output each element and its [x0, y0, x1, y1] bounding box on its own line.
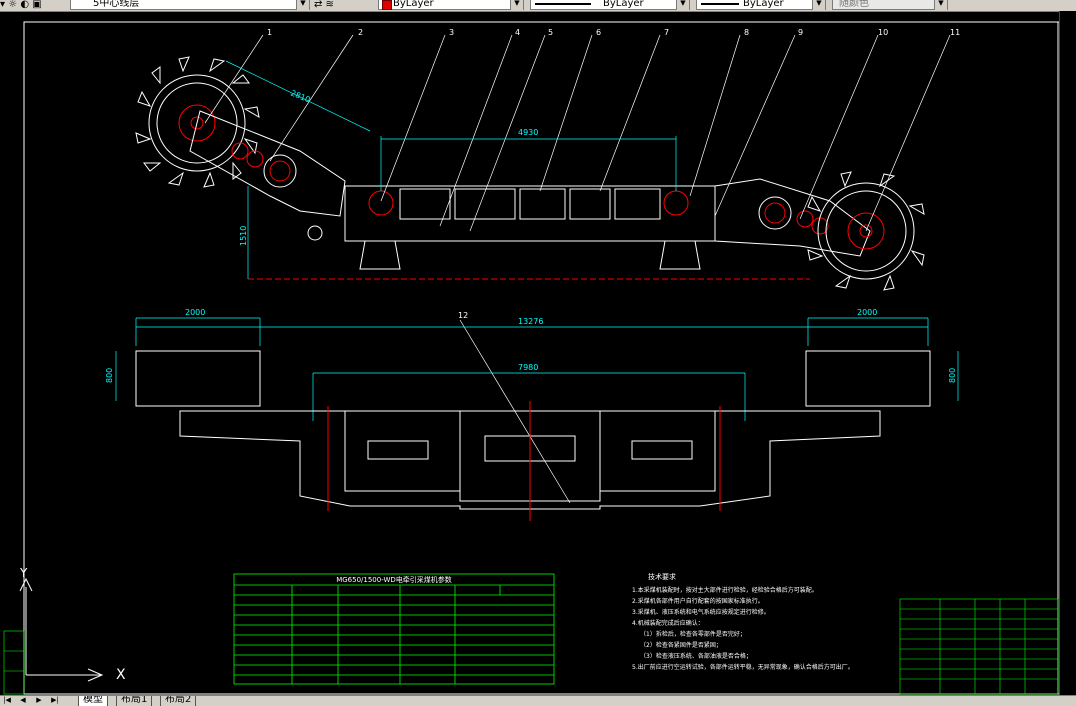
callout-4: 4: [515, 28, 520, 37]
callout-7: 7: [664, 28, 669, 37]
callout-10: 10: [878, 28, 888, 37]
notes-line: 3.采煤机、液压系统和电气系统应按规定进行检修。: [632, 608, 770, 616]
callout-2: 2: [358, 28, 363, 37]
ucs-x-label: X: [116, 667, 126, 683]
title-block: [899, 598, 1059, 695]
right-ranging-arm: [714, 178, 871, 257]
layer-states-icon[interactable]: ⇄ ≋: [314, 0, 334, 10]
dim-left-width: 2000: [185, 308, 205, 317]
technical-notes: 技术要求 1.本采煤机装配时，按对主大部件进行检验，经检验合格后方可装配。 2.…: [632, 572, 854, 671]
ucs-icon: [19, 577, 104, 682]
color-value: ByLayer: [393, 0, 434, 9]
lineweight-value: ByLayer: [743, 0, 784, 9]
callout-12: 12: [458, 311, 468, 320]
notes-line: 5.出厂前应进行空运转试验，各部件运转平稳，无异常现象，确认合格后方可出厂。: [632, 663, 854, 671]
prev-tab-icon[interactable]: ◀: [20, 696, 26, 704]
shearer-body: [248, 185, 810, 280]
dim-inner: 7980: [518, 363, 538, 372]
dim-top-span: 4930: [518, 128, 538, 137]
last-tab-icon[interactable]: ▶|: [51, 696, 59, 704]
ucs-y-label: Y: [19, 566, 28, 580]
lineweight-preview: [701, 3, 739, 5]
first-tab-icon[interactable]: |◀: [3, 696, 11, 704]
dimension-labels: 2810 4930 1510 2000 2000 13276 7980 800 …: [105, 89, 957, 383]
layer-tools-icon[interactable]: ▾ ☼ ◐ ▣: [0, 0, 42, 10]
dim-side-length: 2810: [289, 89, 311, 105]
callout-labels: 1 2 3 4 5 6 7 8 9 10 11 12: [267, 28, 960, 320]
callout-3: 3: [449, 28, 454, 37]
dim-overall: 13276: [518, 317, 543, 326]
dimension-lines: [115, 60, 959, 421]
layer-name: 5中心线层: [93, 0, 140, 9]
callout-leaders: [204, 34, 951, 504]
notes-title: 技术要求: [648, 572, 676, 581]
notes-line: 2.采煤机各部件用户自行配套的按国家标准执行。: [632, 597, 764, 605]
left-ranging-arm: [189, 110, 346, 241]
left-drum: [135, 56, 260, 188]
notes-line: （2）检查各紧固件是否紧固；: [640, 641, 722, 649]
dim-right-width: 2000: [857, 308, 877, 317]
plotstyle-value: 随颜色: [839, 0, 869, 9]
callout-1: 1: [267, 28, 272, 37]
color-dropdown[interactable]: ByLayer ▼: [378, 0, 524, 10]
notes-line: （1）拆检后，检查各零部件是否完好；: [640, 630, 746, 638]
parameter-table: [233, 573, 555, 685]
linetype-dropdown[interactable]: ByLayer ▼: [530, 0, 690, 10]
notes-line: 4.机械装配完成后应确认：: [632, 619, 704, 627]
callout-6: 6: [596, 28, 601, 37]
next-tab-icon[interactable]: ▶: [36, 696, 42, 704]
callout-11: 11: [950, 28, 960, 37]
chevron-down-icon: ▼: [510, 0, 523, 10]
layout-tabs: |◀ ◀ ▶ ▶| 模型 布局1 布局2: [0, 695, 1076, 706]
parameter-table-title: MG650/1500-WD电牵引采煤机参数: [336, 575, 452, 584]
notes-line: 1.本采煤机装配时，按对主大部件进行检验，经检验合格后方可装配。: [632, 586, 818, 594]
dim-height: 1510: [239, 226, 248, 246]
plotstyle-dropdown[interactable]: 随颜色 ▼: [832, 0, 948, 10]
callout-9: 9: [798, 28, 803, 37]
tab-model[interactable]: 模型: [78, 696, 108, 706]
color-swatch-icon: [382, 0, 392, 10]
dim-left-depth: 800: [105, 368, 114, 383]
chevron-down-icon: ▼: [934, 0, 947, 10]
properties-toolbar: ▾ ☼ ◐ ▣ 5中心线层 ▼ ⇄ ≋ ByLayer ▼ ByLayer ▼ …: [0, 0, 1076, 12]
chevron-down-icon: ▼: [296, 0, 309, 10]
linetype-preview: [535, 3, 591, 5]
right-drum: [807, 171, 925, 291]
dim-right-depth: 800: [948, 368, 957, 383]
drawing-canvas[interactable]: 1 2 3 4 5 6 7 8 9 10 11 12 2810 4930 151…: [0, 11, 1076, 695]
chevron-down-icon: ▼: [812, 0, 825, 10]
plan-view: [135, 350, 931, 521]
chevron-down-icon: ▼: [676, 0, 689, 10]
tab-layout1[interactable]: 布局1: [116, 696, 153, 706]
lineweight-dropdown[interactable]: ByLayer ▼: [696, 0, 826, 10]
vertical-scrollbar[interactable]: [1059, 11, 1076, 695]
layer-dropdown[interactable]: 5中心线层 ▼: [70, 0, 310, 10]
callout-8: 8: [744, 28, 749, 37]
margin-blocks: [3, 630, 25, 695]
notes-line: （3）检查液压系统、各部油液是否合格；: [640, 652, 752, 660]
callout-5: 5: [548, 28, 553, 37]
linetype-value: ByLayer: [603, 0, 644, 9]
tab-layout2[interactable]: 布局2: [160, 696, 197, 706]
